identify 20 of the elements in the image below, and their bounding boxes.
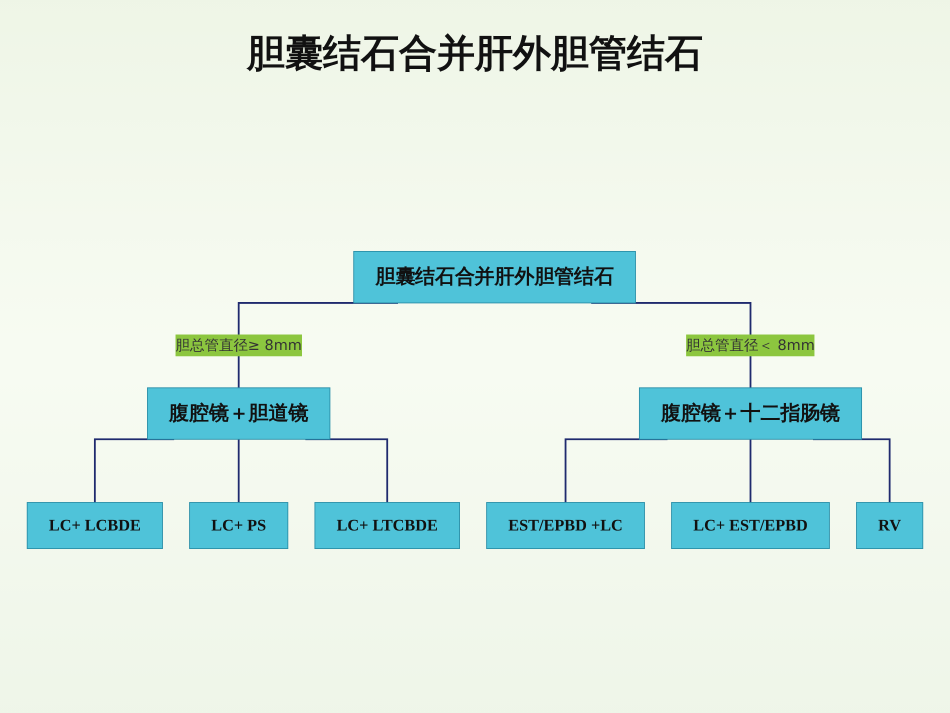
node-box: LC+ LTCBDE — [314, 502, 460, 549]
edge-label: 胆总管直径＜ 8mm — [686, 336, 815, 354]
connector — [238, 438, 240, 502]
node-box: LC+ EST/EPBD — [671, 502, 830, 549]
connector — [812, 438, 891, 502]
connector — [750, 438, 752, 502]
node-box: 腹腔镜＋十二指肠镜 — [638, 387, 862, 440]
edge-label: 胆总管直径≥ 8mm — [176, 336, 302, 354]
node-box: RV — [856, 502, 924, 549]
node-box: EST/EPBD +LC — [486, 502, 645, 549]
node-box: LC+ PS — [189, 502, 288, 549]
connector — [305, 438, 388, 502]
connector — [564, 438, 668, 502]
node-box: LC+ LCBDE — [26, 502, 163, 549]
title: 胆囊结石合并肝外胆管结石 — [246, 30, 704, 77]
node-box: 腹腔镜＋胆道镜 — [147, 387, 330, 440]
connector — [94, 438, 174, 502]
connector — [591, 302, 752, 388]
node-box: 胆囊结石合并肝外胆管结石 — [353, 251, 636, 304]
connector — [238, 302, 398, 388]
